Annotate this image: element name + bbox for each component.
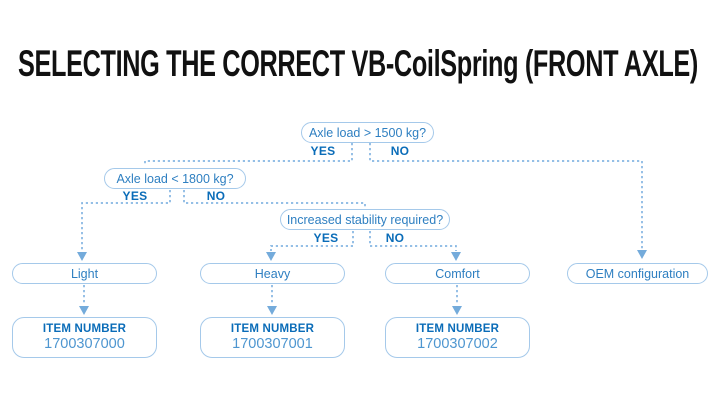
branch-label-yes: YES xyxy=(310,144,336,158)
item-number-box-heavy: ITEM NUMBER 1700307001 xyxy=(200,317,345,358)
branch-label-no: NO xyxy=(206,189,226,203)
branch-label-no: NO xyxy=(390,144,410,158)
outcome-comfort: Comfort xyxy=(385,263,530,284)
item-number-heading: ITEM NUMBER xyxy=(415,323,500,335)
connector-d2-yes-to-light xyxy=(81,190,171,251)
arrow-down-icon xyxy=(637,250,647,259)
item-number-value: 1700307000 xyxy=(44,336,125,352)
connector-layer xyxy=(77,143,647,315)
item-number-heading: ITEM NUMBER xyxy=(42,323,127,335)
page-title: SELECTING THE CORRECT VB-CoilSpring (FRO… xyxy=(18,43,698,84)
decision-axle-load-under-1800: Axle load < 1800 kg? xyxy=(104,168,246,189)
arrow-down-icon xyxy=(77,252,87,261)
outcome-oem-configuration: OEM configuration xyxy=(567,263,708,284)
branch-label-yes: YES xyxy=(313,231,339,245)
outcome-heavy: Heavy xyxy=(200,263,345,284)
decision-axle-load-over-1500: Axle load > 1500 kg? xyxy=(301,122,434,143)
item-number-box-comfort: ITEM NUMBER 1700307002 xyxy=(385,317,530,358)
connector-d3-yes-to-heavy xyxy=(270,231,354,251)
connector-d2-no-to-d3 xyxy=(183,190,366,208)
arrow-down-icon xyxy=(267,306,277,315)
branch-label-no: NO xyxy=(385,231,405,245)
decision-increased-stability: Increased stability required? xyxy=(280,209,450,230)
arrow-down-icon xyxy=(79,306,89,315)
branch-label-yes: YES xyxy=(122,189,148,203)
arrow-down-icon xyxy=(451,252,461,261)
item-number-value: 1700307002 xyxy=(417,336,498,352)
outcome-light: Light xyxy=(12,263,157,284)
item-number-box-light: ITEM NUMBER 1700307000 xyxy=(12,317,157,358)
arrow-down-icon xyxy=(452,306,462,315)
connector-d1-yes-to-d2 xyxy=(144,143,353,166)
arrow-down-icon xyxy=(266,252,276,261)
item-number-heading: ITEM NUMBER xyxy=(230,323,315,335)
item-number-value: 1700307001 xyxy=(232,336,313,352)
